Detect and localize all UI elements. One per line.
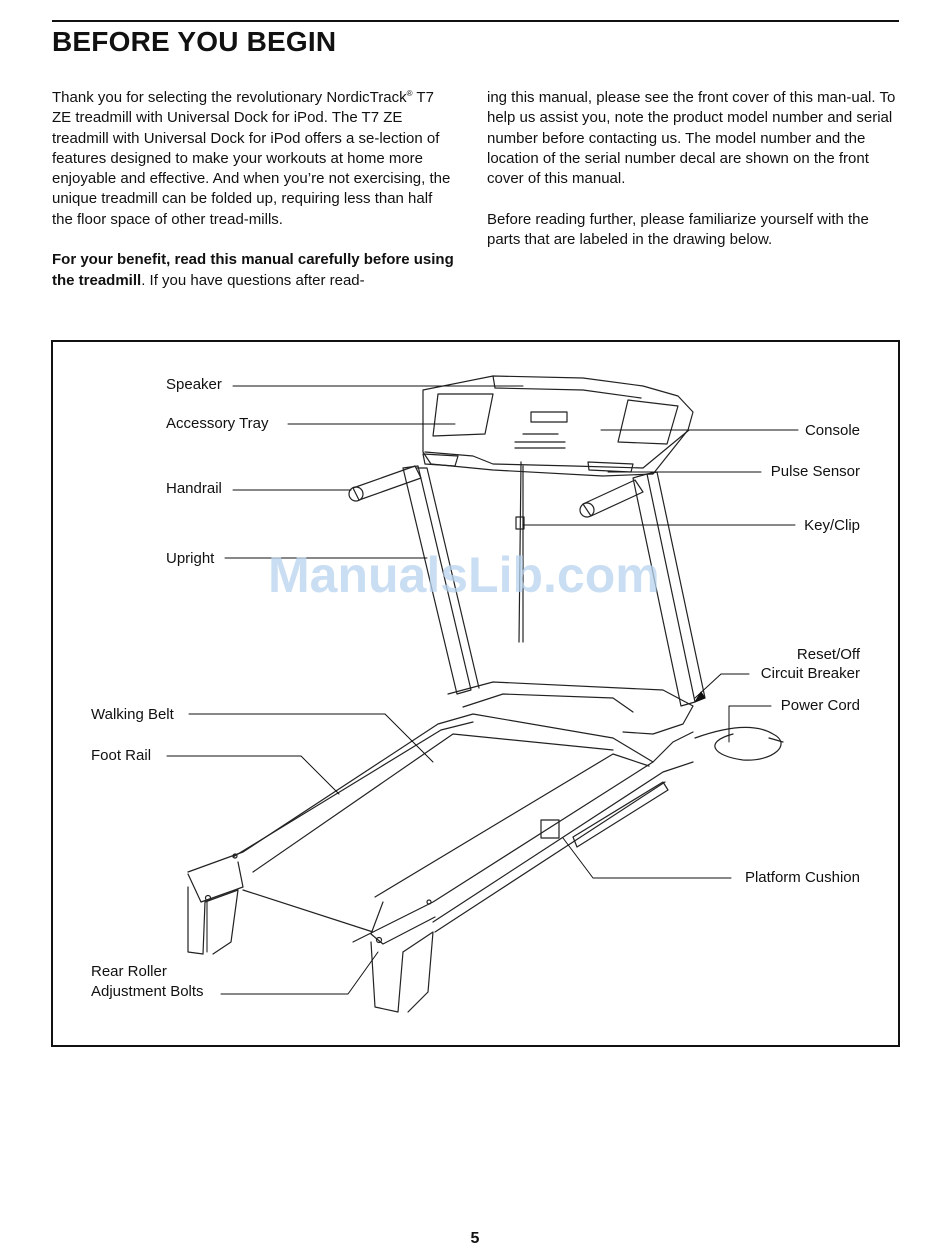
- bold-notice: For your benefit, read this manual caref…: [52, 251, 454, 289]
- label-foot-rail: Foot Rail: [91, 747, 152, 764]
- watermark: ManualsLib.com: [268, 547, 660, 603]
- top-rule: [52, 20, 899, 22]
- intro-paragraph-1: Thank you for selecting the revolutionar…: [52, 89, 451, 228]
- intro-paragraph-4: Before reading further, please familiari…: [487, 210, 869, 249]
- label-upright: Upright: [166, 550, 215, 567]
- label-walking-belt: Walking Belt: [91, 706, 174, 723]
- label-pulse-sensor: Pulse Sensor: [770, 463, 860, 480]
- label-reset-off: Reset/Off: [796, 646, 860, 663]
- intro-paragraph-3: ing this manual, please see the front co…: [487, 89, 896, 188]
- page-number: 5: [470, 1230, 480, 1247]
- label-handrail: Handrail: [166, 480, 222, 497]
- label-rear-roller-line1: Rear Roller: [91, 963, 167, 980]
- intro-right-column: ing this manual, please see the front co…: [487, 88, 902, 271]
- page-title: BEFORE YOU BEGIN: [52, 26, 337, 57]
- label-platform-cushion: Platform Cushion: [744, 869, 860, 886]
- label-circuit-breaker: Circuit Breaker: [760, 665, 860, 682]
- treadmill-parts-diagram: Speaker Accessory Tray Handrail Upright …: [51, 340, 900, 1047]
- label-accessory-tray: Accessory Tray: [166, 415, 269, 432]
- label-rear-roller-line2: Adjustment Bolts: [91, 983, 204, 1000]
- label-key-clip: Key/Clip: [804, 517, 860, 534]
- label-console: Console: [804, 422, 860, 439]
- intro-paragraph-2: For your benefit, read this manual caref…: [52, 251, 454, 289]
- label-power-cord: Power Cord: [780, 697, 860, 714]
- label-speaker: Speaker: [166, 376, 222, 393]
- intro-left-column: Thank you for selecting the revolutionar…: [52, 88, 457, 311]
- registered-mark: ®: [406, 89, 413, 98]
- treadmill-drawing: [166, 375, 799, 1013]
